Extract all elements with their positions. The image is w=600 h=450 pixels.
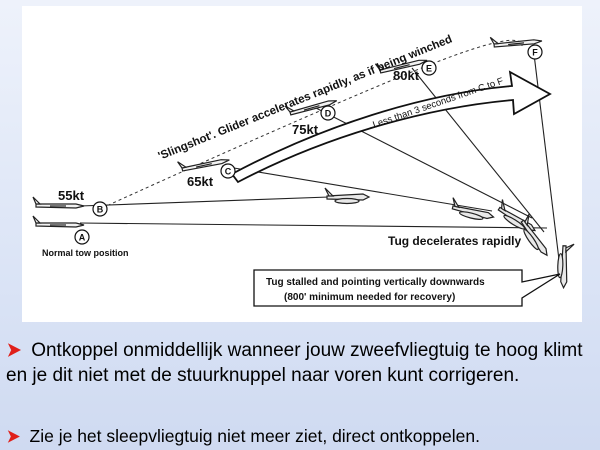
bullet-1: ➤ Ontkoppel onmiddellijk wanneer jouw zw… xyxy=(6,338,596,388)
glider-d-icon xyxy=(284,100,337,116)
tow-rope-b xyxy=(79,195,358,207)
state-markers xyxy=(74,44,543,245)
bullet-arrow-icon: ➤ xyxy=(6,340,22,361)
tow-rope-f xyxy=(533,53,561,269)
tow-rope-e xyxy=(411,67,545,233)
tug-1-icon xyxy=(324,187,371,205)
marker-letters: A B C D E F xyxy=(79,48,539,243)
tug-aircraft xyxy=(324,187,575,290)
speed-d: 75kt xyxy=(292,122,319,137)
slingshot-diagram: Less than 3 seconds from C to F xyxy=(32,33,575,307)
tug-2-icon xyxy=(451,197,495,220)
gliders xyxy=(32,36,543,228)
marker-c-letter: C xyxy=(225,167,232,177)
bullet-text-panel: ➤ Ontkoppel onmiddellijk wanneer jouw zw… xyxy=(0,330,600,450)
callout-line-1: Tug stalled and pointing vertically down… xyxy=(266,277,485,288)
tow-rope-a xyxy=(79,222,548,229)
glider-c-icon xyxy=(177,159,230,172)
glider-b-icon xyxy=(32,196,85,209)
speed-c: 65kt xyxy=(187,174,214,189)
bullet-1-text: Ontkoppel onmiddellijk wanneer jouw zwee… xyxy=(6,340,583,386)
marker-e xyxy=(421,60,437,76)
speed-labels: 55kt 65kt 75kt 80kt xyxy=(58,68,420,203)
glider-e-icon xyxy=(374,59,428,74)
marker-a-letter: A xyxy=(79,233,86,243)
marker-f-letter: F xyxy=(532,48,538,58)
bullet-arrow-icon: ➤ xyxy=(6,426,20,446)
diagram-panel: Less than 3 seconds from C to F xyxy=(22,6,582,322)
glider-a-icon xyxy=(32,215,85,228)
bullet-2: ➤ Zie je het sleepvliegtuig niet meer zi… xyxy=(6,425,596,447)
speed-e: 80kt xyxy=(393,68,420,83)
tow-rope-c xyxy=(221,165,493,212)
normal-tow-caption: Normal tow position xyxy=(42,248,129,258)
callout-line-2: (800' minimum needed for recovery) xyxy=(284,292,455,303)
bullet-2-text: Zie je het sleepvliegtuig niet meer ziet… xyxy=(29,426,480,446)
tug-5-icon xyxy=(557,243,575,290)
marker-c xyxy=(220,163,236,179)
tug-4-icon xyxy=(520,213,548,257)
marker-f xyxy=(527,44,543,60)
marker-d-letter: D xyxy=(325,109,332,119)
marker-b xyxy=(92,201,108,217)
tug-decelerates-label: Tug decelerates rapidly xyxy=(388,234,521,248)
callout-box xyxy=(253,269,561,307)
slingshot-arrow xyxy=(230,70,552,184)
speed-b: 55kt xyxy=(58,188,85,203)
marker-e-letter: E xyxy=(426,64,432,74)
marker-d xyxy=(320,105,336,121)
marker-a xyxy=(74,229,90,245)
marker-b-letter: B xyxy=(97,205,104,215)
glider-f-icon xyxy=(489,36,543,48)
